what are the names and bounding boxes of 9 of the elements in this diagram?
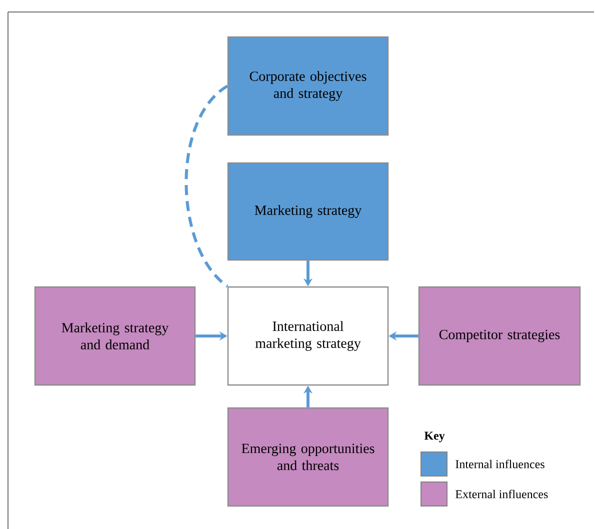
key-heading: Key [424,432,445,442]
box: Competitor strategies [418,286,581,386]
box: Marketing strategy [227,162,389,261]
legend-text: Internal influences [456,460,544,468]
box: Marketing strategy and demand [34,286,196,386]
legend-text: External influences [456,490,548,498]
box: International marketing strategy [227,286,389,386]
box: Emerging opportunities and threats [227,407,389,507]
box: Corporate objectives and strategy [227,36,389,136]
